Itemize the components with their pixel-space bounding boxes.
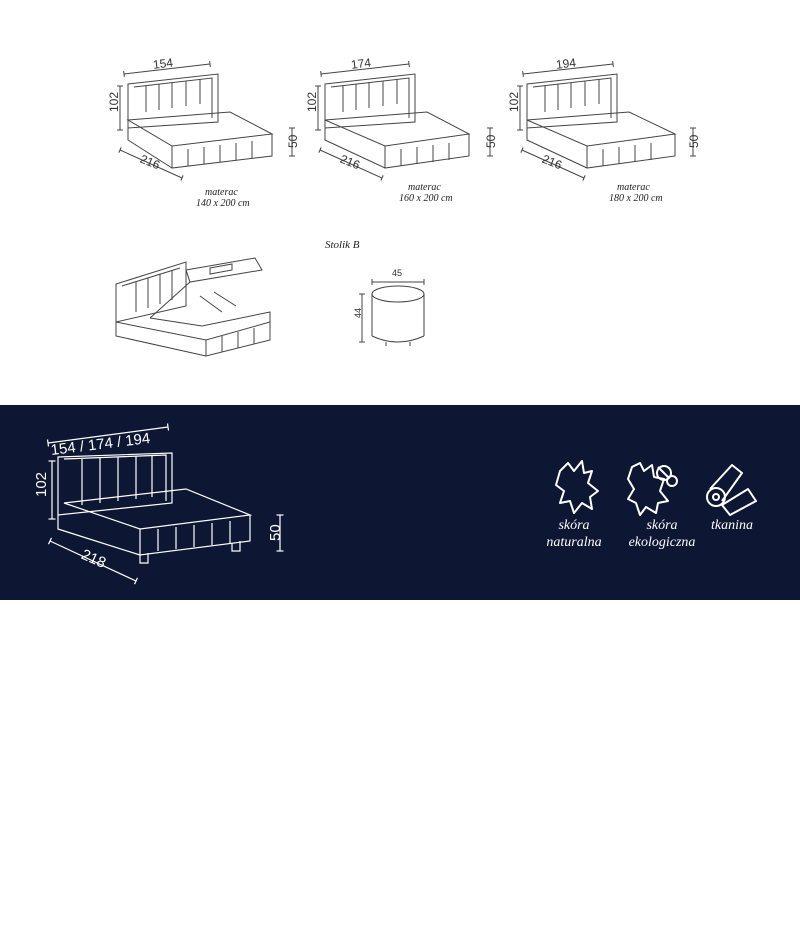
bed3-height: 102: [507, 92, 521, 112]
leather-hide-icon: [555, 460, 599, 514]
bed3-leg: 50: [687, 134, 701, 148]
bed2-mattress-label: materac: [408, 182, 441, 193]
material-label-fabric: tkanina: [702, 517, 762, 534]
info-panel: 154 / 174 / 194 102 218 50 materac 140 x…: [0, 405, 800, 949]
nightstand-height: 44: [353, 308, 363, 318]
material-label-line: tkanina: [711, 518, 753, 533]
bed2-width: 174: [350, 55, 372, 71]
summary-depth: 218: [79, 546, 109, 572]
bed2-leg: 50: [484, 134, 498, 148]
bed3-mattress-label: materac: [617, 182, 650, 193]
material-label-line: skóra: [646, 518, 678, 533]
bed3-mattress-size: 180 x 200 cm: [609, 193, 663, 204]
bed1-leg: 50: [286, 134, 300, 148]
mattress-sizes: materac 140 x 200 cm 160 x 200 cm 180 x …: [360, 855, 490, 951]
technical-drawings: 154 102 216 50 materac 140 x 200 cm 174 …: [107, 55, 701, 357]
mattress-title: materac: [421, 857, 480, 877]
material-label-line: naturalna: [546, 535, 602, 550]
material-label-line: ekologiczna: [628, 535, 696, 550]
bed1-width: 154: [152, 55, 174, 71]
bed1-height: 102: [107, 92, 121, 112]
nightstand-drawing: [359, 279, 425, 346]
mattress-size-160: 160 x 200 cm: [393, 905, 490, 925]
bed3-depth: 216: [540, 152, 564, 173]
eco-leather-icon: [627, 462, 678, 516]
mattress-size-180: 180 x 200 cm: [393, 929, 490, 949]
bed2-depth: 216: [338, 152, 362, 173]
drawings-area: 154 102 216 50 materac 140 x 200 cm 174 …: [0, 0, 800, 405]
bed3-width: 194: [555, 55, 577, 71]
nightstand-width: 45: [392, 268, 402, 278]
bed-drawing-174: [315, 60, 493, 181]
material-label-natural-leather: skóra naturalna: [542, 517, 606, 551]
summary-leg: 50: [267, 524, 284, 541]
material-label-line: skóra: [558, 518, 590, 533]
bed-drawing-194: [517, 60, 696, 181]
bed1-mattress-label: materac: [205, 187, 238, 198]
bed2-mattress-size: 160 x 200 cm: [399, 193, 453, 204]
storage-bed-drawing: [115, 257, 271, 357]
nightstand-title: Stolik B: [325, 239, 360, 251]
material-label-eco-leather: skóra ekologiczna: [618, 517, 706, 551]
bed2-height: 102: [305, 92, 319, 112]
bed1-depth: 216: [138, 152, 162, 173]
fabric-roll-icon: [706, 464, 757, 516]
bed-drawing-154: [117, 60, 295, 181]
bed1-mattress-size: 140 x 200 cm: [196, 198, 250, 209]
mattress-size-140: 140 x 200 cm: [393, 881, 490, 901]
summary-height: 102: [33, 472, 50, 497]
summary-bed-drawing: 154 / 174 / 194 102 218 50: [33, 423, 757, 585]
